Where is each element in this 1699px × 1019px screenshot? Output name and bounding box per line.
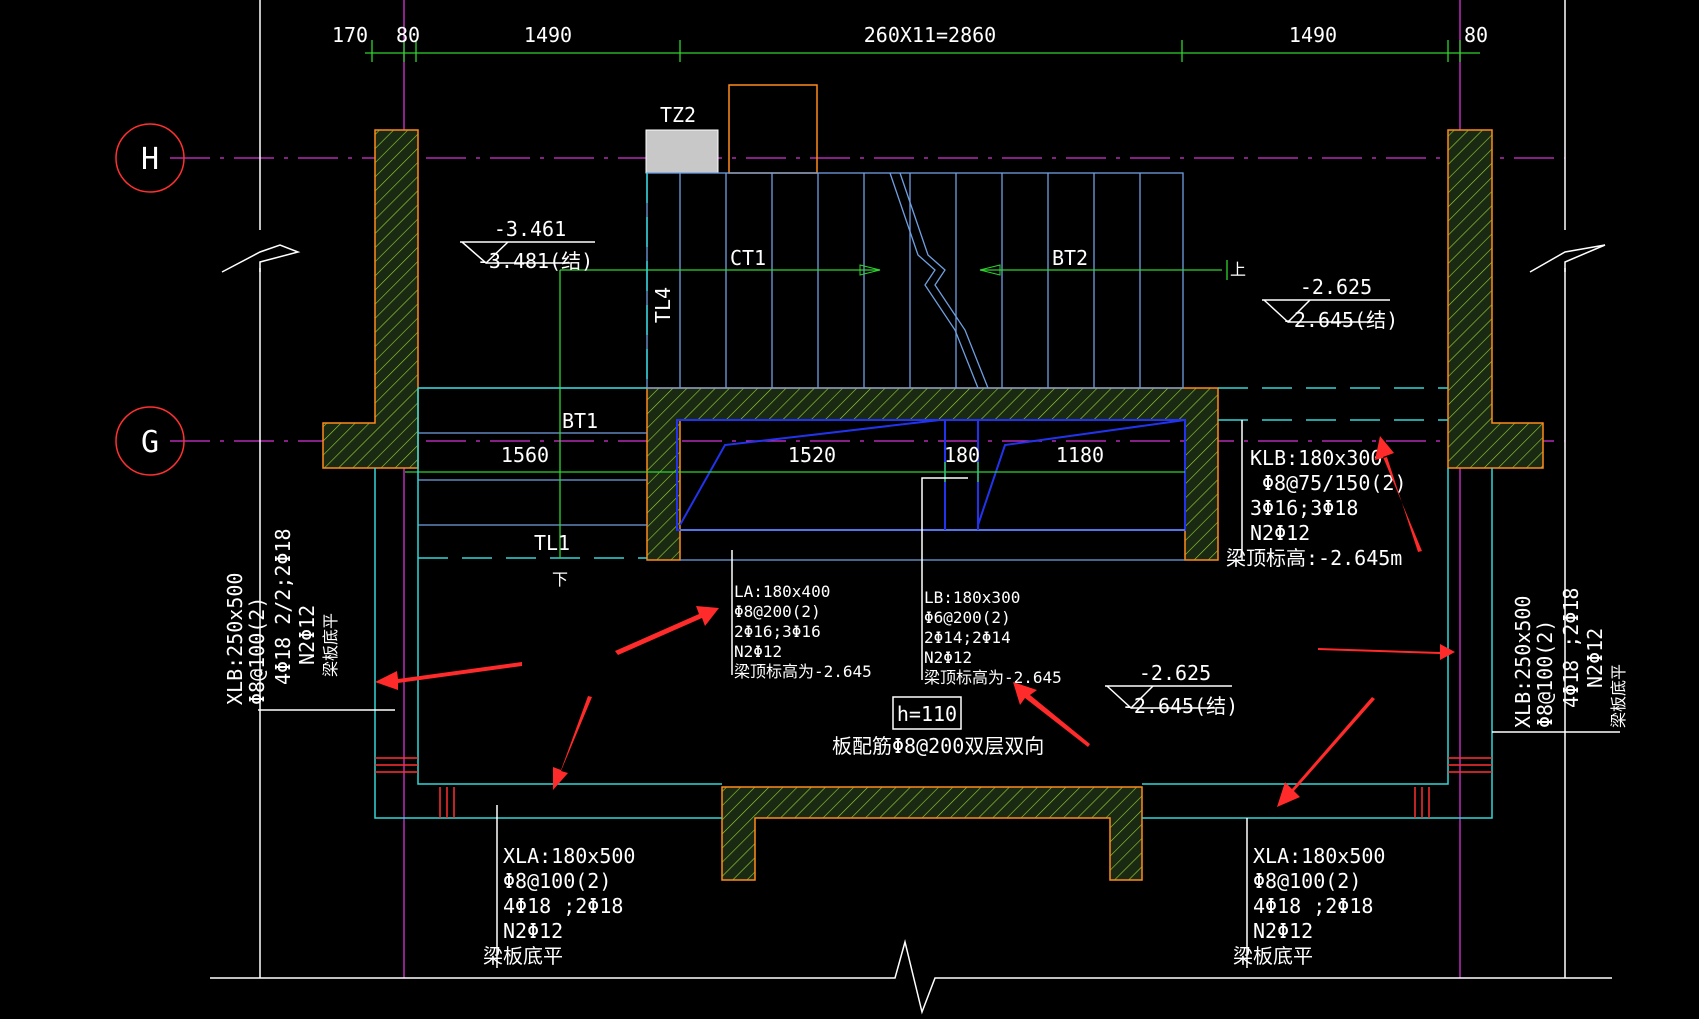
landing: BT1 1560 TL1 下 bbox=[405, 270, 680, 589]
arrow-icon bbox=[1318, 644, 1455, 660]
dim-1180: 1180 bbox=[1056, 443, 1104, 467]
arrow-icon bbox=[1277, 697, 1375, 807]
beam-tl4: TL4 bbox=[646, 173, 675, 388]
axis-bubble-g: G bbox=[115, 406, 185, 476]
svg-text:-3.481(结): -3.481(结) bbox=[477, 249, 593, 273]
arrow-icon bbox=[615, 606, 719, 655]
svg-text:XLA:180x500: XLA:180x500 bbox=[503, 844, 635, 868]
label-up: 上 bbox=[1230, 260, 1246, 279]
svg-text:4Φ18 2/2;2Φ18: 4Φ18 2/2;2Φ18 bbox=[271, 528, 295, 685]
svg-text:2Φ14;2Φ14: 2Φ14;2Φ14 bbox=[924, 628, 1011, 647]
beam-xla-right-label: XLA:180x500 Φ8@100(2) 4Φ18 ;2Φ18 N2Φ12 梁… bbox=[1233, 818, 1385, 968]
svg-text:梁板底平: 梁板底平 bbox=[1233, 944, 1313, 968]
svg-text:N2Φ12: N2Φ12 bbox=[924, 648, 972, 667]
elevation-left: -3.461 -3.481(结) bbox=[460, 217, 595, 273]
dim-1490-left: 1490 bbox=[524, 23, 572, 47]
svg-text:-2.625: -2.625 bbox=[1139, 661, 1211, 685]
beam-xlb-right-label: XLB:250x500 Φ8@100(2) 4Φ18 ;2Φ18 N2Φ12 梁… bbox=[1492, 588, 1628, 733]
column-tz2: TZ2 bbox=[645, 84, 818, 174]
arrow-icon bbox=[1013, 682, 1090, 747]
svg-text:N2Φ12: N2Φ12 bbox=[503, 919, 563, 943]
red-arrows bbox=[375, 436, 1455, 807]
beam-xla-left-label: XLA:180x500 Φ8@100(2) 4Φ18 ;2Φ18 N2Φ12 梁… bbox=[483, 805, 635, 968]
svg-text:N2Φ12: N2Φ12 bbox=[1583, 628, 1607, 688]
label-bt1: BT1 bbox=[562, 409, 598, 433]
svg-text:-2.645(结): -2.645(结) bbox=[1282, 308, 1398, 332]
svg-text:KLB:180x300: KLB:180x300 bbox=[1250, 446, 1382, 470]
svg-text:Φ8@100(2): Φ8@100(2) bbox=[1533, 620, 1557, 728]
top-dimension-line: 170 80 1490 260X11=2860 1490 80 bbox=[332, 23, 1488, 62]
svg-text:XLB:250x500: XLB:250x500 bbox=[223, 573, 247, 705]
dim-80-left: 80 bbox=[396, 23, 420, 47]
svg-text:4Φ18 ;2Φ18: 4Φ18 ;2Φ18 bbox=[1253, 894, 1373, 918]
svg-text:4Φ18 ;2Φ18: 4Φ18 ;2Φ18 bbox=[1559, 588, 1583, 708]
svg-text:TL4: TL4 bbox=[651, 287, 675, 323]
slab-thickness: h=110 bbox=[897, 702, 957, 726]
label-tl1: TL1 bbox=[534, 531, 570, 555]
stair-flight: CT1 BT2 上 bbox=[560, 172, 1246, 389]
svg-text:G: G bbox=[141, 425, 159, 460]
hatched-walls bbox=[322, 129, 1544, 881]
dim-80-right: 80 bbox=[1464, 23, 1488, 47]
arrow-icon bbox=[375, 662, 522, 690]
svg-text:Φ6@200(2): Φ6@200(2) bbox=[924, 608, 1011, 627]
svg-text:N2Φ12: N2Φ12 bbox=[1250, 521, 1310, 545]
svg-text:2Φ16;3Φ16: 2Φ16;3Φ16 bbox=[734, 622, 821, 641]
svg-text:N2Φ12: N2Φ12 bbox=[1253, 919, 1313, 943]
arrow-icon bbox=[553, 696, 592, 790]
svg-text:H: H bbox=[141, 142, 159, 177]
svg-text:N2Φ12: N2Φ12 bbox=[734, 642, 782, 661]
svg-text:-3.461: -3.461 bbox=[494, 217, 566, 241]
svg-text:Φ8@75/150(2): Φ8@75/150(2) bbox=[1262, 471, 1407, 495]
svg-text:梁顶标高:-2.645m: 梁顶标高:-2.645m bbox=[1226, 546, 1402, 570]
slab-note: h=110 板配筋Φ8@200双层双向 bbox=[832, 696, 1044, 758]
svg-text:Φ8@100(2): Φ8@100(2) bbox=[1253, 869, 1361, 893]
svg-text:XLB:250x500: XLB:250x500 bbox=[1511, 596, 1535, 728]
break-lines bbox=[210, 0, 1612, 1015]
dim-1520: 1520 bbox=[788, 443, 836, 467]
svg-text:N2Φ12: N2Φ12 bbox=[295, 605, 319, 665]
dim-170: 170 bbox=[332, 23, 368, 47]
elevation-right: -2.625 -2.645(结) bbox=[1262, 275, 1398, 332]
svg-text:梁板底平: 梁板底平 bbox=[321, 613, 340, 677]
svg-text:梁顶标高为-2.645: 梁顶标高为-2.645 bbox=[734, 662, 872, 681]
svg-text:梁板底平: 梁板底平 bbox=[483, 944, 563, 968]
svg-text:-2.625: -2.625 bbox=[1300, 275, 1372, 299]
svg-text:梁板底平: 梁板底平 bbox=[1609, 664, 1628, 728]
axis-bubble-h: H bbox=[115, 123, 185, 193]
svg-text:LA:180x400: LA:180x400 bbox=[734, 582, 830, 601]
arrow-icon bbox=[1375, 436, 1422, 552]
label-ct1: CT1 bbox=[730, 246, 766, 270]
svg-text:3Φ16;3Φ18: 3Φ16;3Φ18 bbox=[1250, 496, 1358, 520]
dim-stairs: 260X11=2860 bbox=[864, 23, 996, 47]
dim-180: 180 bbox=[944, 443, 980, 467]
beam-lb-label: LB:180x300 Φ6@200(2) 2Φ14;2Φ14 N2Φ12 梁顶标… bbox=[921, 477, 1062, 687]
label-down: 下 bbox=[552, 570, 568, 589]
svg-text:4Φ18 ;2Φ18: 4Φ18 ;2Φ18 bbox=[503, 894, 623, 918]
beam-la-label: LA:180x400 Φ8@200(2) 2Φ16;3Φ16 N2Φ12 梁顶标… bbox=[731, 550, 872, 681]
svg-text:LB:180x300: LB:180x300 bbox=[924, 588, 1020, 607]
slab-reinforcement: 板配筋Φ8@200双层双向 bbox=[832, 734, 1044, 758]
inner-beam-box: 1520 180 1180 bbox=[676, 419, 1186, 561]
svg-text:Φ8@100(2): Φ8@100(2) bbox=[245, 597, 269, 705]
svg-text:TZ2: TZ2 bbox=[660, 103, 696, 127]
svg-text:XLA:180x500: XLA:180x500 bbox=[1253, 844, 1385, 868]
beam-klb-label: KLB:180x300 Φ8@75/150(2) 3Φ16;3Φ18 N2Φ12… bbox=[1226, 420, 1407, 570]
label-bt2: BT2 bbox=[1052, 246, 1088, 270]
svg-text:Φ8@200(2): Φ8@200(2) bbox=[734, 602, 821, 621]
dim-1560: 1560 bbox=[501, 443, 549, 467]
svg-text:Φ8@100(2): Φ8@100(2) bbox=[503, 869, 611, 893]
beam-xlb-left-label: XLB:250x500 Φ8@100(2) 4Φ18 2/2;2Φ18 N2Φ1… bbox=[223, 528, 395, 711]
slab-outline bbox=[374, 387, 1493, 819]
elevation-mid: -2.625 -2.645(结) bbox=[1105, 661, 1238, 718]
svg-text:梁顶标高为-2.645: 梁顶标高为-2.645 bbox=[924, 668, 1062, 687]
svg-text:-2.645(结): -2.645(结) bbox=[1122, 694, 1238, 718]
dim-1490-right: 1490 bbox=[1289, 23, 1337, 47]
